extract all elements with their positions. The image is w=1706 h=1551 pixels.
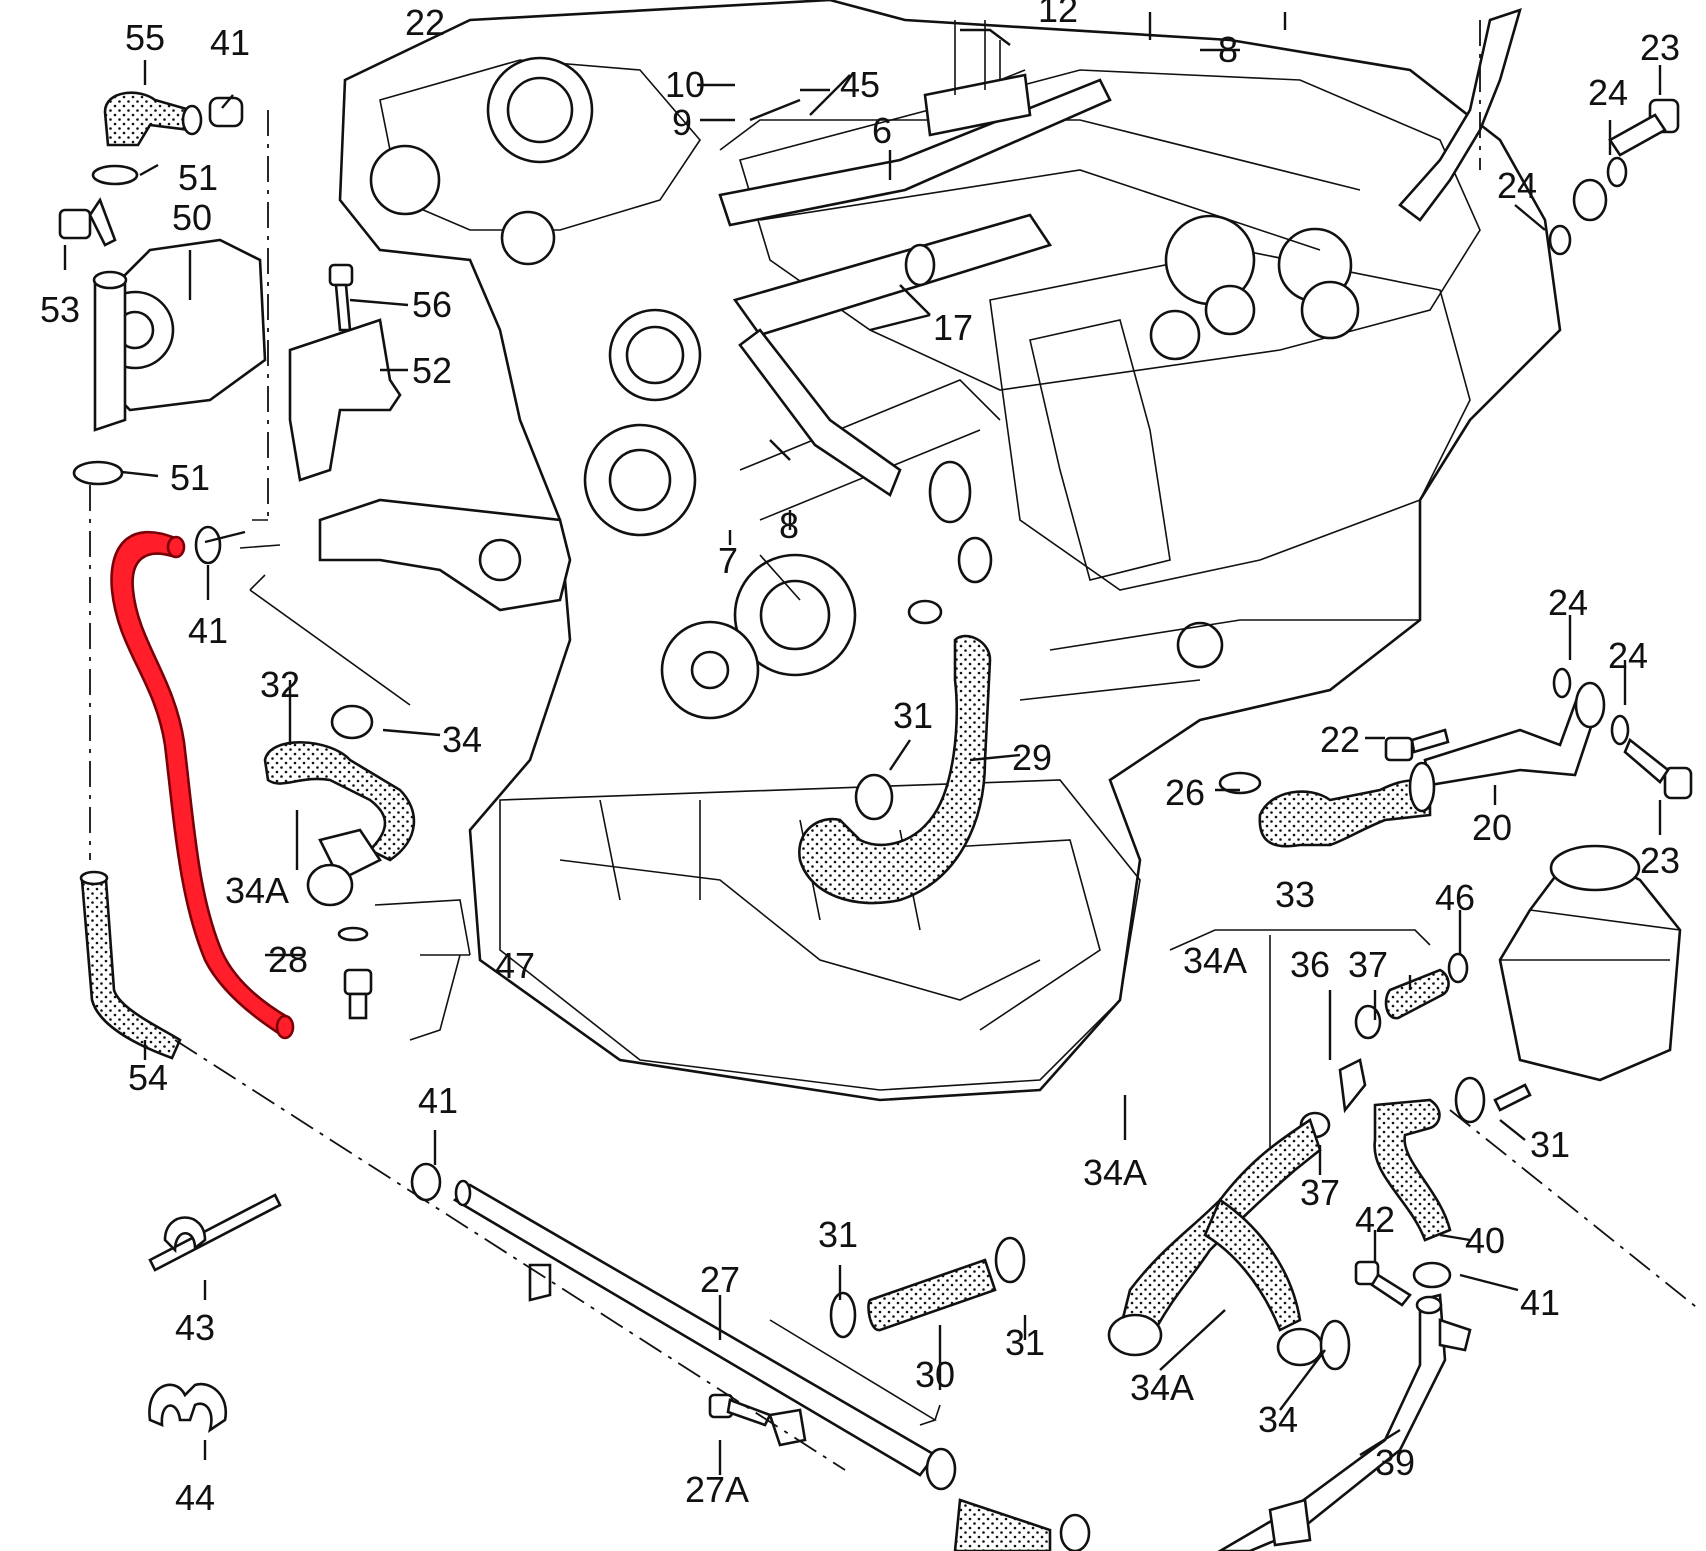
callout-43: 43 (175, 1307, 215, 1348)
small-parts-right (1107, 7, 1693, 1551)
callout-41: 41 (1520, 1282, 1560, 1323)
callout-31: 31 (893, 695, 933, 736)
callout-27: 27 (700, 1259, 740, 1300)
callout-23: 23 (1640, 840, 1680, 881)
callout-41: 41 (418, 1080, 458, 1121)
small-parts-left (79, 525, 1091, 1551)
callout-37: 37 (1300, 1172, 1340, 1213)
callout-51: 51 (170, 457, 210, 498)
callout-17: 17 (933, 307, 973, 348)
callout-23: 23 (1640, 27, 1680, 68)
callout-24: 24 (1608, 635, 1648, 676)
callout-45: 45 (840, 64, 880, 105)
callout-34A: 34A (1083, 1152, 1147, 1193)
callout-8: 8 (1218, 29, 1238, 70)
callout-27A: 27A (685, 1469, 749, 1510)
callout-22: 22 (1320, 719, 1360, 760)
callout-34A: 34A (1183, 940, 1247, 981)
callout-50: 50 (172, 197, 212, 238)
callout-34: 34 (1258, 1399, 1298, 1440)
callout-26: 26 (1165, 772, 1205, 813)
callout-53: 53 (40, 289, 80, 330)
callout-56: 56 (412, 284, 452, 325)
callout-8: 8 (779, 505, 799, 546)
callout-41: 41 (188, 610, 228, 651)
callout-22: 22 (405, 2, 445, 43)
callout-24: 24 (1548, 582, 1588, 623)
callout-labels: 22 12 55 41 10 45 8 23 9 6 24 51 50 24 5… (40, 0, 1680, 1518)
callout-52: 52 (412, 350, 452, 391)
callout-54: 54 (128, 1057, 168, 1098)
callout-28: 28 (268, 939, 308, 980)
callout-44: 44 (175, 1477, 215, 1518)
callout-20: 20 (1472, 807, 1512, 848)
water-pump-assembly (58, 91, 402, 486)
leader-lines (63, 12, 1701, 1475)
callout-39: 39 (1375, 1442, 1415, 1483)
callout-34: 34 (442, 719, 482, 760)
callout-30: 30 (915, 1354, 955, 1395)
callout-10: 10 (665, 64, 705, 105)
callout-7: 7 (718, 540, 738, 581)
callout-31: 31 (1005, 1322, 1045, 1363)
callout-12: 12 (1038, 0, 1078, 30)
callout-46: 46 (1435, 877, 1475, 918)
callout-31: 31 (1530, 1124, 1570, 1165)
callout-42: 42 (1355, 1199, 1395, 1240)
callout-34A: 34A (1130, 1367, 1194, 1408)
callout-41: 41 (210, 22, 250, 63)
hose-28-highlighted[interactable] (110, 530, 295, 1040)
callout-34A: 34A (225, 870, 289, 911)
callout-32: 32 (260, 664, 300, 705)
callout-37: 37 (1348, 944, 1388, 985)
callout-51: 51 (178, 157, 218, 198)
callout-31: 31 (818, 1214, 858, 1255)
callout-36: 36 (1290, 944, 1330, 985)
callout-40: 40 (1465, 1220, 1505, 1261)
callout-9: 9 (672, 102, 692, 143)
callout-55: 55 (125, 17, 165, 58)
callout-33: 33 (1275, 874, 1315, 915)
callout-29: 29 (1012, 737, 1052, 778)
callout-6: 6 (872, 110, 892, 151)
callout-24: 24 (1588, 72, 1628, 113)
engine-block (318, 0, 1562, 1102)
callout-24: 24 (1497, 165, 1537, 206)
callout-47: 47 (495, 945, 535, 986)
